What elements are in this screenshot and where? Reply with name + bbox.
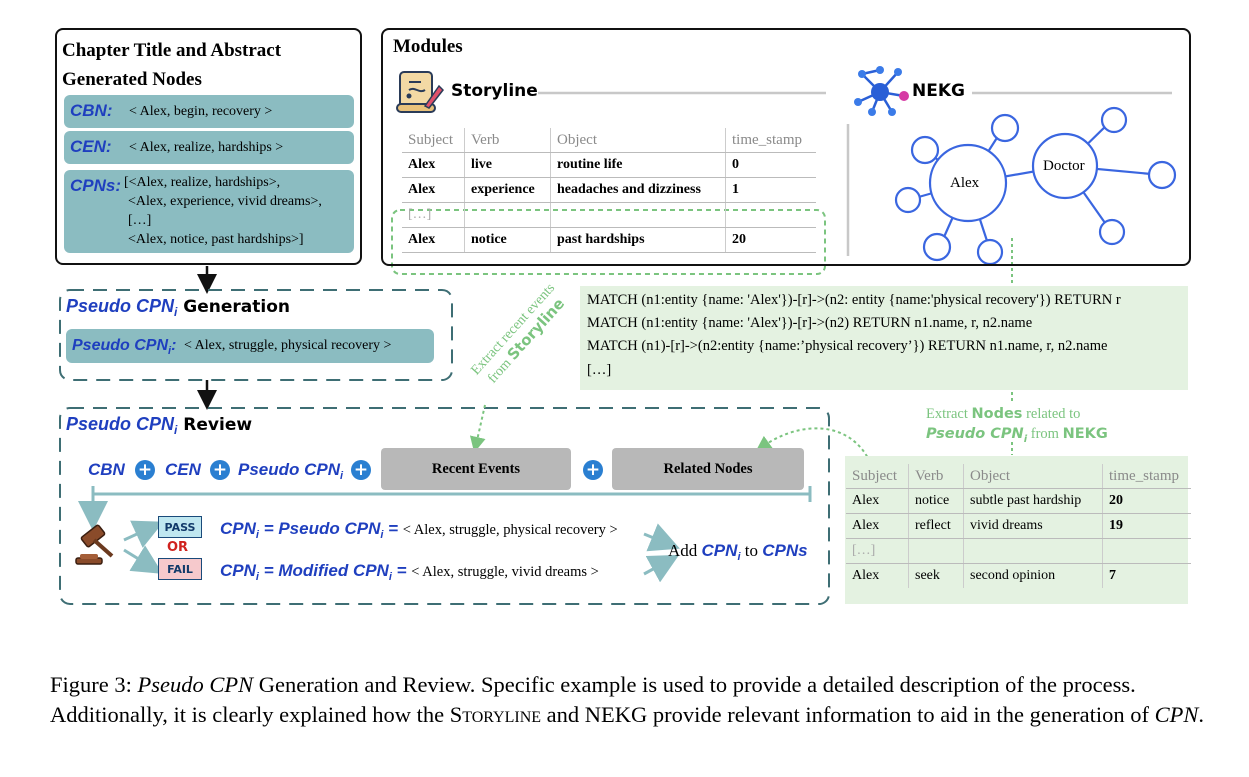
- node-alex-circle: [928, 143, 1008, 223]
- query-box: MATCH (n1:entity {name: 'Alex'})-[r]->(n…: [580, 286, 1188, 390]
- storyline-label: Storyline: [451, 81, 538, 101]
- modules-box: Modules: [381, 28, 1191, 266]
- table-row: Alex notice past hardships 20: [402, 227, 816, 253]
- chapter-subtitle: Generated Nodes: [62, 69, 202, 90]
- query-line: MATCH (n1:entity {name: 'Alex'})-[r]->(n…: [587, 292, 1121, 308]
- gavel-icon: [75, 524, 114, 565]
- pass-badge: PASS: [158, 516, 202, 538]
- table-header-row: Subject Verb Object time_stamp: [846, 464, 1191, 489]
- generation-dashed-box: [59, 289, 453, 381]
- chapter-box: Chapter Title and Abstract Generated Nod…: [55, 28, 362, 265]
- cbn-pill: CBN: < Alex, begin, recovery >: [64, 95, 354, 128]
- arrow-nekg-to-related: [755, 427, 871, 463]
- table-row: Alex live routine life 0: [402, 152, 816, 178]
- arrow-storyline-to-recent: [469, 404, 486, 453]
- nekg-label: NEKG: [912, 81, 965, 101]
- table-ellipsis-row: […]: [846, 538, 1191, 564]
- node-doctor-label: Doctor: [1043, 158, 1085, 174]
- query-line: […]: [587, 362, 612, 378]
- table-header-row: Subject Verb Object time_stamp: [402, 128, 816, 153]
- storyline-icon: [396, 71, 444, 113]
- pass-result: CPNi = Pseudo CPNi = < Alex, struggle, p…: [220, 519, 618, 542]
- chapter-title: Chapter Title and Abstract: [62, 40, 282, 61]
- related-nodes-box: Related Nodes: [612, 448, 804, 490]
- plus-icon: +: [210, 460, 230, 480]
- fail-result: CPNi = Modified CPNi = < Alex, struggle,…: [220, 561, 599, 584]
- connector-layer: [59, 91, 1177, 605]
- cpns-pill: CPNs: [<Alex, realize, hardships>, <Alex…: [64, 170, 354, 253]
- extract-nodes-label: Extract Nodes related to Pseudo CPNi fro…: [926, 406, 1108, 445]
- node-alex-label: Alex: [950, 175, 980, 191]
- table-row: Alex reflect vivid dreams 19: [846, 513, 1191, 539]
- add-cpn-label: Add CPNi to CPNs: [668, 541, 808, 564]
- table-row: Alex seek second opinion 7: [846, 563, 1191, 588]
- figure-caption: Figure 3: Pseudo CPN Generation and Revi…: [50, 672, 1204, 727]
- or-label: OR: [167, 540, 189, 555]
- table-ellipsis-row: […]: [402, 202, 816, 228]
- storyline-table: Subject Verb Object time_stamp Alex live…: [402, 128, 816, 253]
- recent-events-box: Recent Events: [381, 448, 571, 490]
- review-cbn: CBN: [88, 460, 125, 479]
- cen-pill: CEN: < Alex, realize, hardships >: [64, 131, 354, 164]
- review-dashed-box: [59, 407, 830, 605]
- nekg-table: Subject Verb Object time_stamp Alex noti…: [846, 464, 1191, 588]
- review-title: Pseudo CPNi Review: [66, 414, 253, 438]
- table-row: Alex experience headaches and dizziness …: [402, 177, 816, 203]
- nekg-icon: [854, 66, 909, 116]
- generation-title: Pseudo CPNi Generation: [66, 296, 290, 320]
- modules-title: Modules: [393, 36, 463, 57]
- query-line: MATCH (n1:entity {name: 'Alex'})-[r]->(n…: [587, 315, 1033, 331]
- node-doctor-circle: [1031, 132, 1099, 200]
- nekg-graph: [894, 106, 1177, 266]
- plus-icon: +: [135, 460, 155, 480]
- table-row: Alex notice subtle past hardship 20: [846, 488, 1191, 514]
- plus-icon: +: [351, 460, 371, 480]
- generation-pill: Pseudo CPNi: < Alex, struggle, physical …: [66, 329, 434, 363]
- review-cen: CEN: [165, 460, 201, 479]
- plus-icon: +: [583, 460, 603, 480]
- review-pseudo: Pseudo CPNi: [238, 460, 344, 483]
- query-line: MATCH (n1)-[r]->(n2:entity {name:’physic…: [587, 338, 1108, 354]
- fail-badge: FAIL: [158, 558, 202, 580]
